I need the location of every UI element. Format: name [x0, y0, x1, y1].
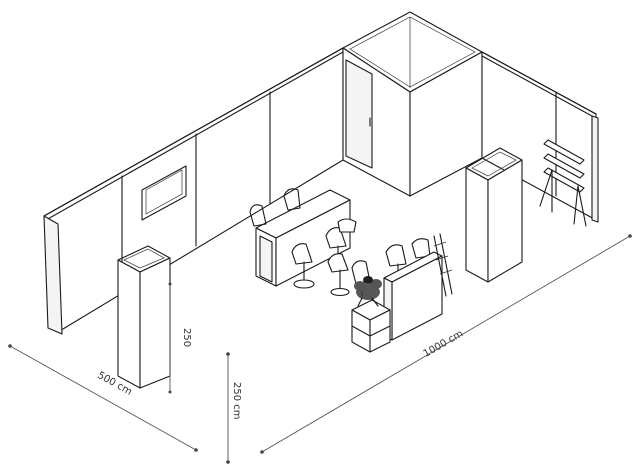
brochure-stand — [433, 233, 453, 297]
chair — [411, 238, 431, 259]
bar-stool — [327, 253, 350, 297]
storage-room — [342, 11, 483, 197]
wall-tv-screen — [141, 165, 187, 221]
plant-icon — [354, 276, 382, 307]
bar-stool — [325, 218, 357, 261]
height-dimension-label: 250 cm — [231, 382, 242, 420]
length-dimension-label: 1000 cm — [422, 328, 465, 359]
dimension-column-height: 250 — [168, 282, 192, 394]
column-height-label: 250 — [181, 328, 192, 347]
bar-stool — [291, 243, 315, 289]
right-column — [465, 147, 523, 283]
front-left-column — [117, 245, 171, 389]
dimension-height: 250 cm — [226, 352, 242, 464]
bar-stool — [249, 188, 301, 227]
bar-counter — [255, 189, 351, 287]
plant-cube-shelf — [351, 276, 391, 353]
wall-shelving — [539, 139, 587, 227]
